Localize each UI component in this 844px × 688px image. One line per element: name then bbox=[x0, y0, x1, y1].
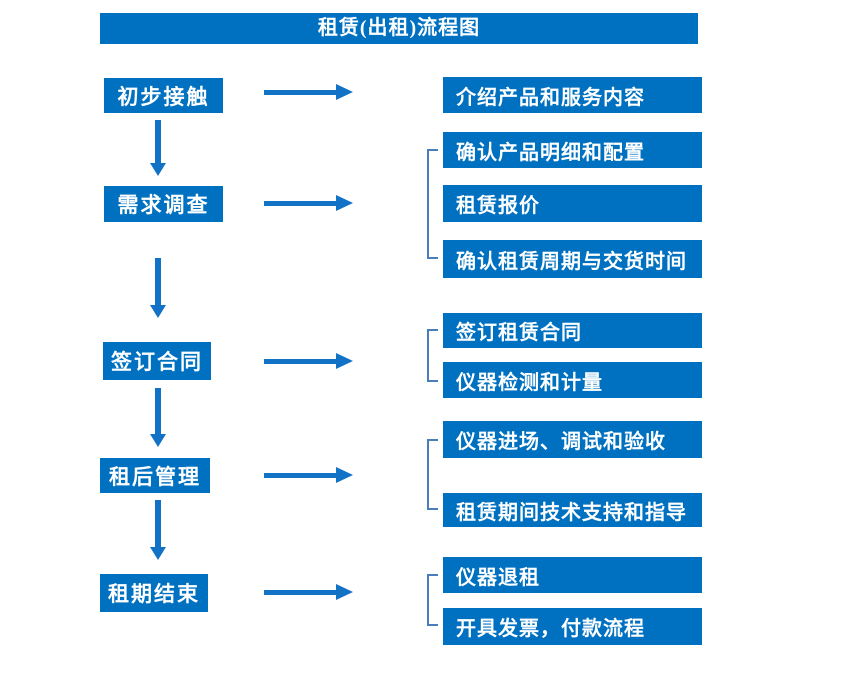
arrow-right-icon bbox=[264, 353, 353, 369]
output-box-sign-rental-contract: 签订租赁合同 bbox=[443, 313, 702, 348]
output-box-confirm-details: 确认产品明细和配置 bbox=[443, 132, 702, 168]
group-bracket-post-rental bbox=[427, 439, 438, 510]
arrow-right-icon bbox=[264, 195, 353, 211]
output-box-invoice-payment: 开具发票，付款流程 bbox=[443, 608, 702, 645]
step-box-rental-end: 租期结束 bbox=[100, 574, 208, 612]
arrow-down-icon bbox=[150, 388, 166, 447]
output-box-instrument-entry: 仪器进场、调试和验收 bbox=[443, 421, 702, 458]
output-box-instrument-return: 仪器退租 bbox=[443, 557, 702, 593]
output-box-tech-support: 租赁期间技术支持和指导 bbox=[443, 493, 702, 527]
arrow-down-icon bbox=[150, 500, 166, 560]
output-box-rental-quote: 租赁报价 bbox=[443, 185, 702, 222]
arrow-right-icon bbox=[264, 467, 353, 483]
step-box-demand-survey: 需求调查 bbox=[104, 186, 223, 222]
arrow-right-icon bbox=[264, 84, 353, 100]
step-box-post-rental: 租后管理 bbox=[100, 458, 210, 493]
flowchart-title: 租赁(出租)流程图 bbox=[100, 13, 698, 44]
group-bracket-rental-end bbox=[427, 574, 438, 626]
arrow-down-icon bbox=[150, 120, 166, 176]
step-box-sign-contract: 签订合同 bbox=[103, 342, 211, 380]
output-box-introduce-products: 介绍产品和服务内容 bbox=[443, 77, 702, 113]
group-bracket-demand-survey bbox=[427, 149, 438, 259]
step-box-initial-contact: 初步接触 bbox=[104, 78, 223, 113]
arrow-right-icon bbox=[264, 584, 353, 600]
group-bracket-sign-contract bbox=[427, 329, 438, 382]
output-box-confirm-period: 确认租赁周期与交货时间 bbox=[443, 240, 702, 278]
output-box-instrument-testing: 仪器检测和计量 bbox=[443, 362, 702, 398]
arrow-down-icon bbox=[150, 258, 166, 318]
